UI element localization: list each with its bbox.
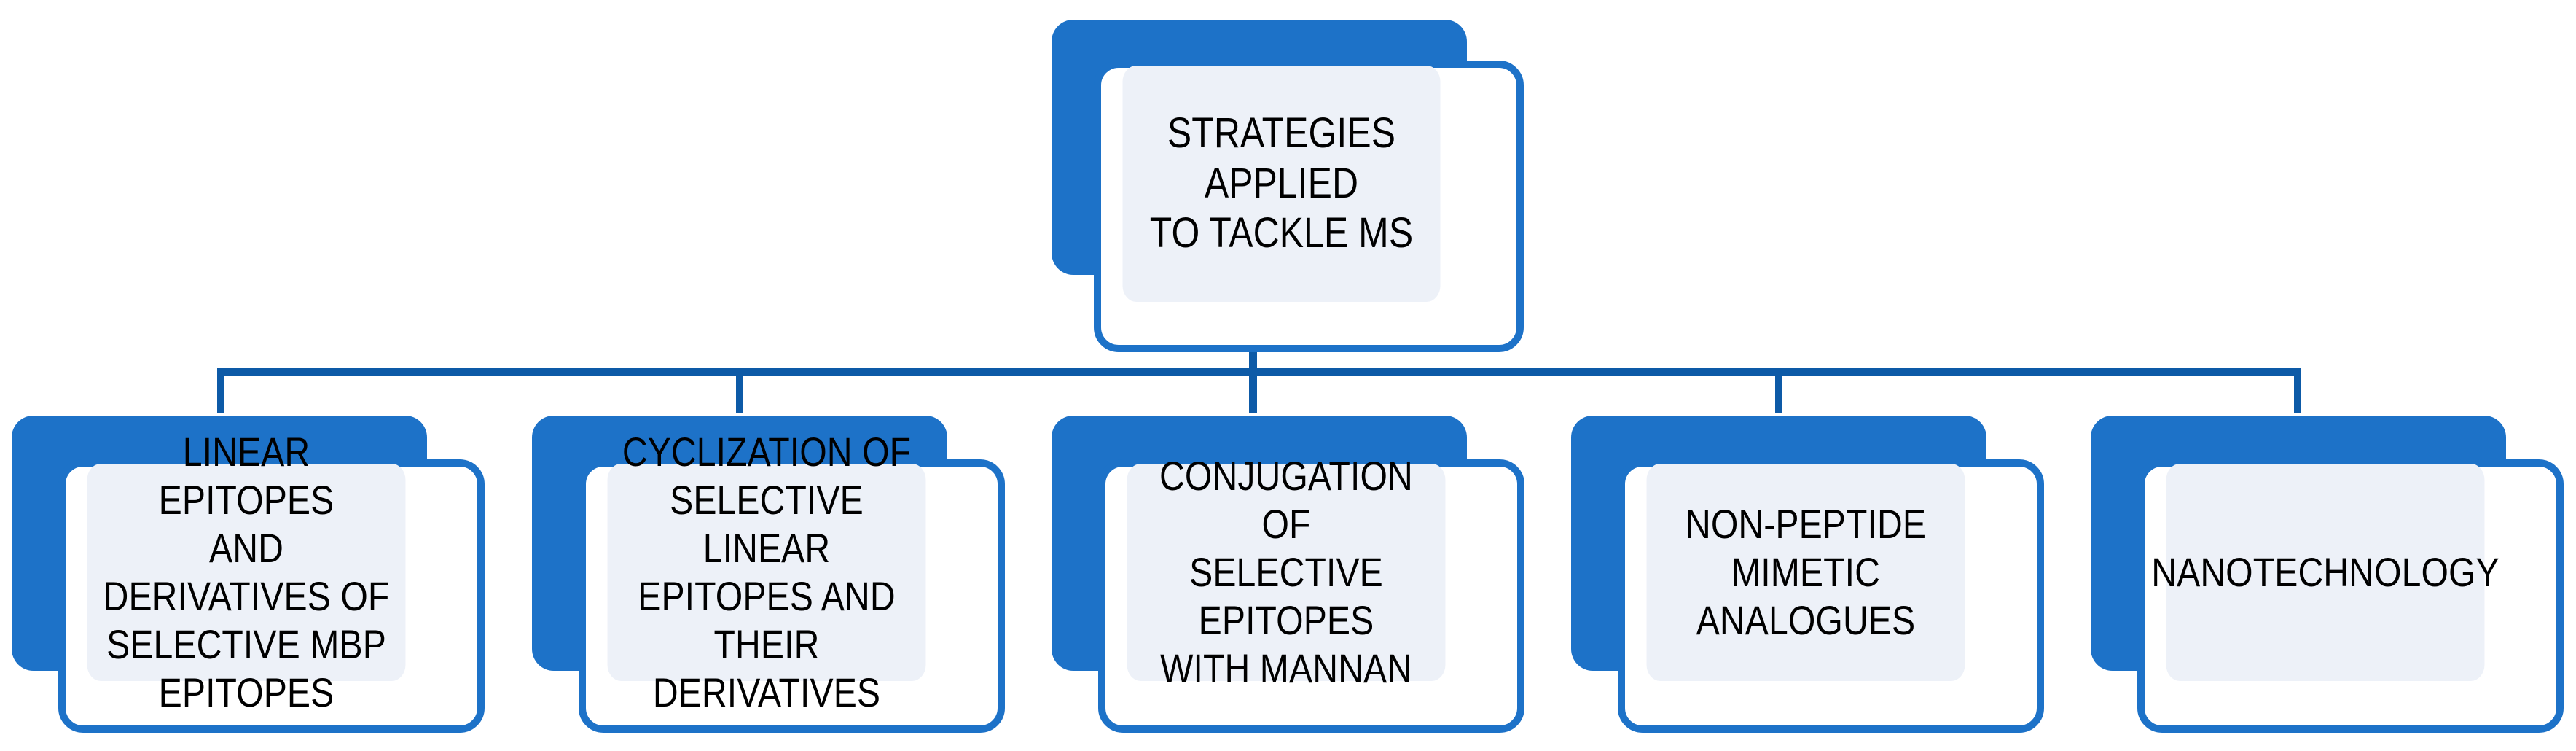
connector-drop-child-4	[1775, 368, 1782, 413]
node-child-2[interactable]: CYCLIZATION OF SELECTIVE LINEAR EPITOPES…	[532, 416, 1013, 736]
connector-drop-child-3	[1249, 368, 1257, 413]
node-child-5[interactable]: NANOTECHNOLOGY	[2091, 416, 2572, 736]
connector-drop-child-2	[736, 368, 743, 413]
child-2-label: CYCLIZATION OF SELECTIVE LINEAR EPITOPES…	[607, 429, 926, 715]
node-child-3[interactable]: CONJUGATION OF SELECTIVE EPITOPES WITH M…	[1052, 416, 1532, 736]
node-child-4[interactable]: NON-PEPTIDE MIMETIC ANALOGUES	[1571, 416, 2052, 736]
connector-trunk	[217, 368, 2301, 376]
child-5-label: NANOTECHNOLOGY	[2151, 464, 2499, 681]
connector-root-drop	[1249, 337, 1257, 375]
connector-drop-child-5	[2294, 368, 2301, 413]
node-root[interactable]: STRATEGIES APPLIED TO TACKLE MS	[1052, 20, 1532, 362]
child-3-label: CONJUGATION OF SELECTIVE EPITOPES WITH M…	[1127, 453, 1446, 691]
child-4-label: NON-PEPTIDE MIMETIC ANALOGUES	[1646, 464, 1965, 681]
root-label: STRATEGIES APPLIED TO TACKLE MS	[1122, 66, 1441, 302]
child-1-label: LINEAR EPITOPES AND DERIVATIVES OF SELEC…	[87, 429, 406, 715]
node-child-1[interactable]: LINEAR EPITOPES AND DERIVATIVES OF SELEC…	[12, 416, 493, 736]
connector-drop-child-1	[217, 368, 224, 413]
